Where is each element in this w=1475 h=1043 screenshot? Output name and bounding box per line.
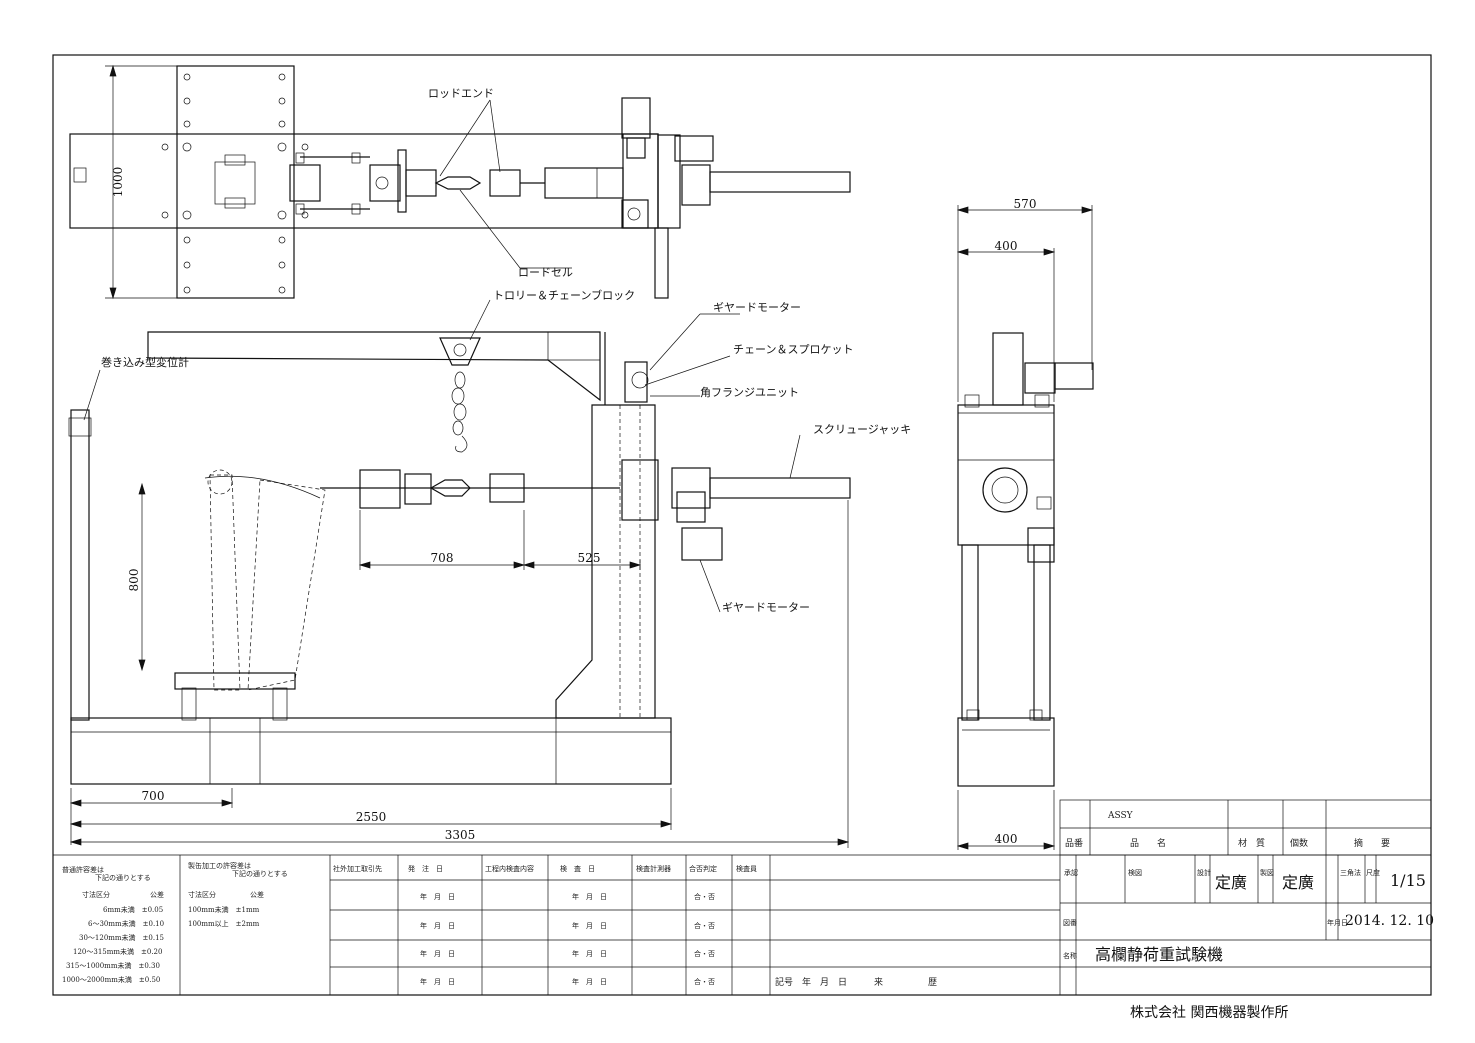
parts-col-material: 材 質 — [1238, 837, 1265, 849]
title-block — [1059, 854, 1432, 996]
tol-title2b: 下記の通りとする — [232, 869, 288, 878]
tb-approve: 承認 — [1064, 868, 1078, 877]
tb-drawing-no: 図番 — [1063, 919, 1077, 927]
tol-title1b: 下記の通りとする — [95, 873, 151, 882]
dim-400-bottom: 400 — [995, 832, 1018, 846]
label-winding-displacement-meter: 巻き込み型変位計 — [101, 355, 189, 369]
insp-order-date-4: 年 月 日 — [420, 977, 455, 986]
tb-projection: 三角法 — [1340, 868, 1361, 877]
insp-order-date-2: 年 月 日 — [420, 921, 455, 930]
inspection-headers: 社外加工取引先 発 注 日 工程内検査内容 検 査 日 検査計測器 合否判定 検… — [333, 864, 757, 873]
insp-header-4: 検査計測器 — [636, 864, 671, 873]
insp-date-1: 年 月 日 — [572, 892, 607, 901]
insp-header-3: 検 査 日 — [560, 864, 595, 873]
insp-date-3: 年 月 日 — [572, 949, 607, 958]
revision-history: 記号 年 月 日 来 歴 — [775, 976, 937, 988]
tol-col-b: 公差 — [150, 890, 164, 899]
tb-title: 高欄静荷重試験機 — [1095, 945, 1223, 964]
insp-pass-3: 合・否 — [694, 949, 715, 958]
tol-title2: 製缶加工の許容差は — [188, 861, 251, 870]
tol-row-1: 6～30mm未満 ±0.10 — [88, 919, 164, 928]
label-square-flange-unit: 角フランジユニット — [700, 386, 799, 399]
tolerance-table: 普通許容差は 下記の通りとする 寸法区分 公差 6mm未満 ±0.05 6～30… — [62, 861, 288, 984]
insp-header-1: 発 注 日 — [408, 864, 443, 873]
label-geared-motor-bottom: ギヤードモーター — [722, 601, 810, 614]
tb-design: 設計 — [1197, 868, 1211, 877]
parts-col-no: 品番 — [1065, 837, 1083, 849]
insp-pass-1: 合・否 — [694, 892, 715, 901]
tb-draw: 製図 — [1260, 868, 1274, 877]
insp-pass-2: 合・否 — [694, 921, 715, 930]
tol-row-5: 1000～2000mm未満 ±0.50 — [62, 975, 160, 984]
tol-row-3: 120～315mm未満 ±0.20 — [73, 947, 162, 956]
insp-header-6: 検査員 — [736, 864, 757, 873]
dim-400-top: 400 — [995, 239, 1018, 253]
tol-title1: 普通許容差は — [62, 865, 104, 874]
insp-header-5: 合否判定 — [689, 864, 717, 873]
inspection-rows: 年 月 日 年 月 日 年 月 日 年 月 日 年 月 日 年 月 日 年 月 … — [420, 892, 715, 986]
tol-col-d: 公差 — [250, 890, 264, 899]
dim-570: 570 — [1014, 197, 1037, 211]
insp-header-0: 社外加工取引先 — [333, 864, 382, 873]
tb-company: 株式会社 関西機器製作所 — [1130, 1005, 1288, 1021]
tb-drafter: 定廣 — [1282, 873, 1314, 892]
tol-row-2: 30～120mm未満 ±0.15 — [79, 933, 164, 942]
tb-scale: 1/15 — [1390, 871, 1426, 890]
label-screw-jack: スクリュージャッキ — [813, 423, 911, 436]
parts-col-qty: 個数 — [1290, 837, 1308, 849]
parts-col-name: 品 名 — [1130, 837, 1166, 849]
dim-2550: 2550 — [356, 810, 387, 824]
insp-date-4: 年 月 日 — [572, 977, 607, 986]
tb-check: 検図 — [1128, 868, 1142, 877]
tol-col-c: 寸法区分 — [188, 890, 216, 899]
tb-date: 2014. 12. 10 — [1345, 913, 1434, 929]
insp-header-2: 工程内検査内容 — [485, 864, 534, 873]
dim-525: 525 — [578, 551, 601, 565]
label-rod-end: ロッドエンド — [428, 87, 494, 100]
label-trolley-chain-block: トロリー＆チェーンブロック — [493, 288, 635, 302]
label-load-cell: ロードセル — [518, 266, 573, 279]
side-view — [957, 332, 1094, 787]
tol-row2-0: 100mm未満 ±1mm — [188, 905, 260, 914]
insp-order-date-3: 年 月 日 — [420, 949, 455, 958]
label-chain-sprocket: チェーン＆スプロケット — [733, 343, 853, 356]
tb-designer: 定廣 — [1215, 873, 1247, 892]
inspection-table — [53, 854, 1060, 995]
insp-pass-4: 合・否 — [694, 977, 715, 986]
dim-1000: 1000 — [111, 167, 125, 198]
dim-708: 708 — [431, 551, 454, 565]
dim-700: 700 — [142, 789, 165, 803]
dim-800: 800 — [127, 569, 141, 592]
parts-col-note: 摘 要 — [1354, 837, 1390, 849]
tb-scale-label: 尺度 — [1366, 868, 1380, 877]
tb-name-label: 名称 — [1063, 951, 1077, 960]
insp-order-date-1: 年 月 日 — [420, 892, 455, 901]
insp-date-2: 年 月 日 — [572, 921, 607, 930]
tol-row-4: 315～1000mm未満 ±0.30 — [66, 961, 160, 970]
dim-3305: 3305 — [445, 828, 476, 842]
label-geared-motor-top: ギヤードモーター — [713, 301, 801, 314]
tb-date-label: 年月日 — [1327, 918, 1348, 927]
tol-col-a: 寸法区分 — [82, 890, 110, 899]
parts-assy: ASSY — [1107, 811, 1134, 821]
sheet-border — [52, 54, 1432, 996]
tol-row2-1: 100mm以上 ±2mm — [188, 919, 260, 928]
top-view — [69, 65, 851, 299]
tol-row-0: 6mm未満 ±0.05 — [103, 905, 163, 914]
front-view — [68, 331, 851, 785]
